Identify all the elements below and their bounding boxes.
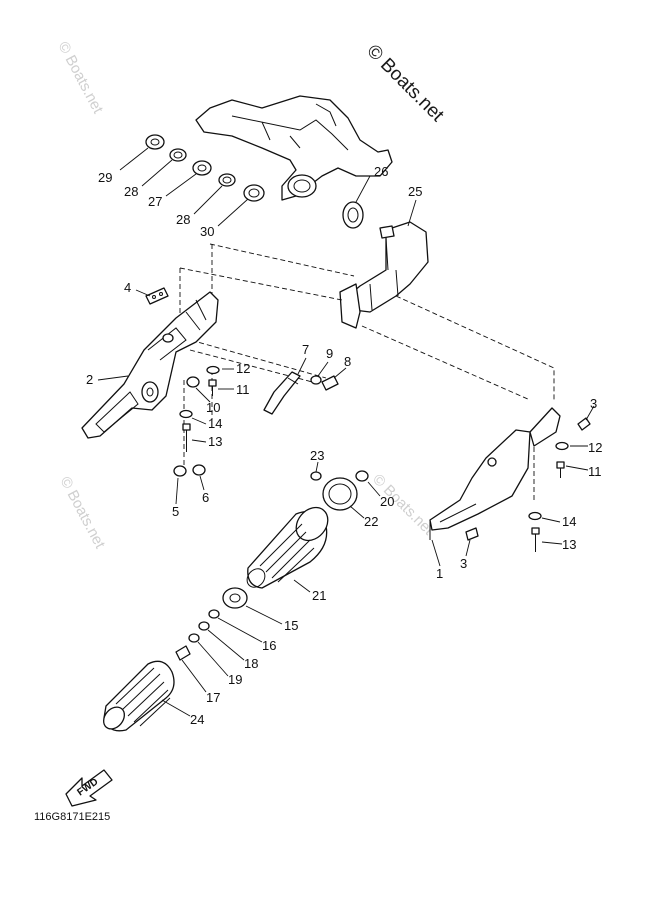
callout-15: 15 <box>284 618 298 633</box>
callout-12b: 12 <box>588 440 602 455</box>
washer-14b <box>528 511 542 521</box>
main-watermark: © Boats.net <box>362 41 448 127</box>
cable-bracket-7 <box>263 371 301 415</box>
callout-12a: 12 <box>236 361 250 376</box>
bolt-13a <box>182 423 191 452</box>
callout-labels: 29 28 27 28 30 26 25 4 2 7 9 8 12 11 10 … <box>86 164 602 727</box>
callout-28b: 28 <box>176 212 190 227</box>
callout-13a: 13 <box>208 434 222 449</box>
callout-5: 5 <box>172 504 179 519</box>
seal-29 <box>145 134 165 150</box>
plate-4 <box>145 287 169 305</box>
callout-20: 20 <box>380 494 394 509</box>
callout-28a: 28 <box>124 184 138 199</box>
washer-12a <box>206 365 220 375</box>
washer-9 <box>310 375 322 385</box>
callout-18: 18 <box>244 656 258 671</box>
callout-22: 22 <box>364 514 378 529</box>
callout-11b: 11 <box>588 464 602 479</box>
callout-30: 30 <box>200 224 214 239</box>
screw-17 <box>175 645 191 661</box>
screw-23 <box>310 471 322 481</box>
bolt-8 <box>321 375 339 391</box>
callout-14a: 14 <box>208 416 222 431</box>
callout-29: 29 <box>98 170 112 185</box>
screw-3b <box>465 527 479 541</box>
callout-11a: 11 <box>236 382 250 397</box>
callout-14b: 14 <box>562 514 576 529</box>
callout-24: 24 <box>190 712 204 727</box>
callout-6: 6 <box>202 490 209 505</box>
callout-3a: 3 <box>590 396 597 411</box>
left-grip-24 <box>103 660 175 732</box>
callout-3b: 3 <box>460 556 467 571</box>
callout-19: 19 <box>228 672 242 687</box>
bolt-11a <box>208 379 217 396</box>
callout-23: 23 <box>310 448 324 463</box>
callout-27: 27 <box>148 194 162 209</box>
callout-25: 25 <box>408 184 422 199</box>
callout-1: 1 <box>436 566 443 581</box>
faint-watermark-top-left: © Boats.net <box>54 39 106 117</box>
collar-15 <box>222 587 248 609</box>
callout-16: 16 <box>262 638 276 653</box>
clamp-22 <box>322 477 358 511</box>
nut-20 <box>355 470 369 482</box>
throttle-grip-21 <box>246 506 329 589</box>
steering-housing <box>195 95 393 201</box>
callout-13b: 13 <box>562 537 576 552</box>
faint-watermark-mid-left: © Boats.net <box>56 474 108 552</box>
seal-26 <box>342 201 364 229</box>
callout-8: 8 <box>344 354 351 369</box>
washer-16 <box>208 609 220 619</box>
washer-30 <box>243 184 265 202</box>
bracket-25 <box>339 221 429 329</box>
washer-28b <box>218 173 236 187</box>
nut-5 <box>173 465 187 477</box>
callout-17: 17 <box>206 690 220 705</box>
washer-14a <box>179 409 193 419</box>
washer-18 <box>198 621 210 631</box>
callout-4: 4 <box>124 280 131 295</box>
fwd-arrow-icon: FWD <box>65 769 113 807</box>
collar-6 <box>192 464 206 476</box>
washer-12b <box>555 441 569 451</box>
callout-10: 10 <box>206 400 220 415</box>
washer-28a <box>169 148 187 162</box>
washer-27 <box>192 160 212 176</box>
leader-lines <box>97 147 595 717</box>
right-bracket-1 <box>429 407 561 540</box>
bolt-13b <box>531 527 540 552</box>
bolt-11b <box>556 461 565 478</box>
collar-10 <box>186 376 200 388</box>
callout-26: 26 <box>374 164 388 179</box>
callout-7: 7 <box>302 342 309 357</box>
screw-3a <box>577 417 591 431</box>
drawing-code: 116G8171E215 <box>34 811 110 823</box>
callout-9: 9 <box>326 346 333 361</box>
callout-21: 21 <box>312 588 326 603</box>
washer-19 <box>188 633 200 643</box>
callout-2: 2 <box>86 372 93 387</box>
handle-bracket-2 <box>81 291 219 439</box>
